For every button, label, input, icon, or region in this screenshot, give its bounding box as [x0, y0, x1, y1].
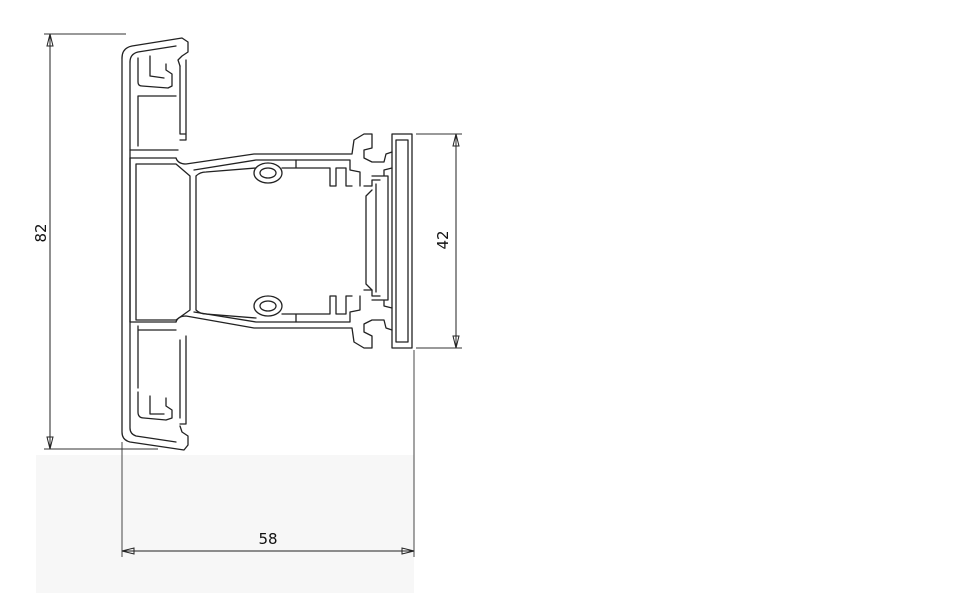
background-shade: [36, 455, 414, 593]
lower-flange: [175, 315, 393, 349]
lower-flange-inner: [129, 295, 361, 323]
dim-42-label: 42: [434, 230, 452, 249]
sash-gasket-upper: [363, 179, 381, 187]
profile-inner-wall: [129, 61, 177, 443]
dim-42-arrow-top: [452, 133, 460, 147]
dim-58-arrow-right: [401, 547, 415, 555]
upper-screw-port: [253, 162, 283, 184]
profile-outer-wall: [121, 57, 189, 451]
sash-block: [391, 133, 413, 349]
upper-flange: [175, 133, 393, 165]
upper-screw-port-inner: [259, 167, 277, 179]
dim-42-arrow-bottom: [452, 335, 460, 349]
upper-chamber-left: [129, 95, 179, 151]
internal-ribs: [281, 159, 353, 323]
dim-58-label: 58: [258, 530, 277, 548]
dim-58-arrow-left: [121, 547, 135, 555]
top-web: [179, 59, 187, 141]
dim-82-label: 82: [32, 223, 50, 242]
lower-chamber-left: [137, 325, 187, 425]
bottom-hook-chamber: [137, 391, 173, 421]
sash-gasket-lower: [363, 289, 381, 297]
dimension-58: 58: [121, 350, 415, 557]
profile-top-cap: [121, 37, 189, 67]
dimension-82: 82: [32, 33, 158, 450]
upper-flange-inner: [129, 157, 361, 187]
lower-screw-port-inner: [259, 300, 277, 312]
dim-82-arrow-bottom: [46, 436, 54, 450]
dim-82-arrow-top: [46, 33, 54, 47]
profile-top-cap-inner: [129, 45, 177, 63]
dimension-42: 42: [416, 133, 462, 349]
central-chamber: [129, 157, 191, 323]
window-profile-section: [121, 37, 413, 451]
top-hook-chamber: [137, 55, 173, 89]
sash-glazing-bead: [365, 167, 393, 309]
central-chamber-right: [195, 167, 257, 319]
lower-screw-port: [253, 295, 283, 317]
